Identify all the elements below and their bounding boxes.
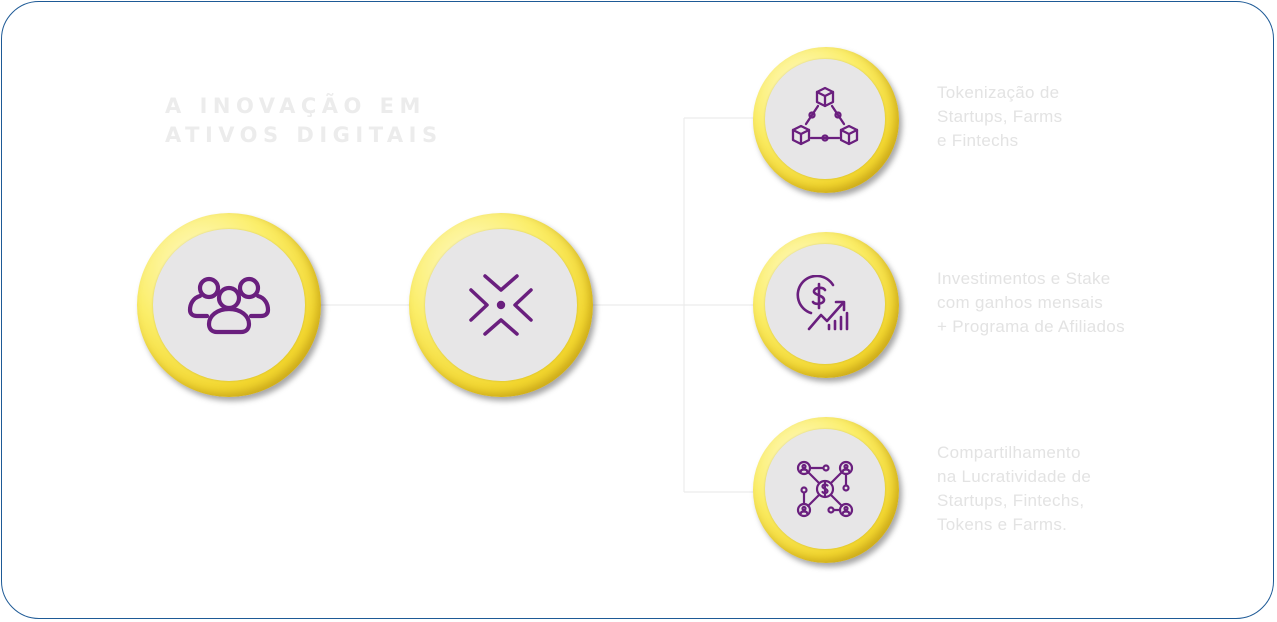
label-profit-sharing: Compartilhamento na Lucratividade de Sta… <box>937 441 1091 537</box>
node-converge <box>409 213 593 397</box>
dollar-growth-icon <box>795 275 855 333</box>
label-line: Tokens e Farms. <box>937 515 1068 534</box>
label-line: com ganhos mensais <box>937 293 1104 312</box>
title-line-1: A INOVAÇÃO EM <box>165 94 426 118</box>
label-line: na Lucratividade de <box>937 467 1092 486</box>
label-investments: Investimentos e Stake com ganhos mensais… <box>937 267 1125 339</box>
converge-arrows-icon <box>469 274 533 336</box>
node-group <box>137 213 321 397</box>
label-line: e Fintechs <box>937 131 1019 150</box>
label-line: + Programa de Afiliados <box>937 317 1125 336</box>
page-title: A INOVAÇÃO EM ATIVOS DIGITAIS <box>165 92 443 150</box>
label-line: Startups, Farms <box>937 107 1063 126</box>
group-icon <box>187 274 271 336</box>
node-profit-sharing <box>753 417 899 563</box>
node-tokenization <box>753 47 899 193</box>
label-line: Tokenização de <box>937 83 1060 102</box>
dollar-network-icon <box>795 460 855 518</box>
label-line: Investimentos e Stake <box>937 269 1111 288</box>
label-line: Startups, Fintechs, <box>937 491 1085 510</box>
label-line: Compartilhamento <box>937 443 1081 462</box>
title-line-2: ATIVOS DIGITAIS <box>165 123 443 147</box>
blockchain-cubes-icon <box>790 86 860 152</box>
label-tokenization: Tokenização de Startups, Farms e Fintech… <box>937 81 1062 153</box>
node-investments <box>753 232 899 378</box>
